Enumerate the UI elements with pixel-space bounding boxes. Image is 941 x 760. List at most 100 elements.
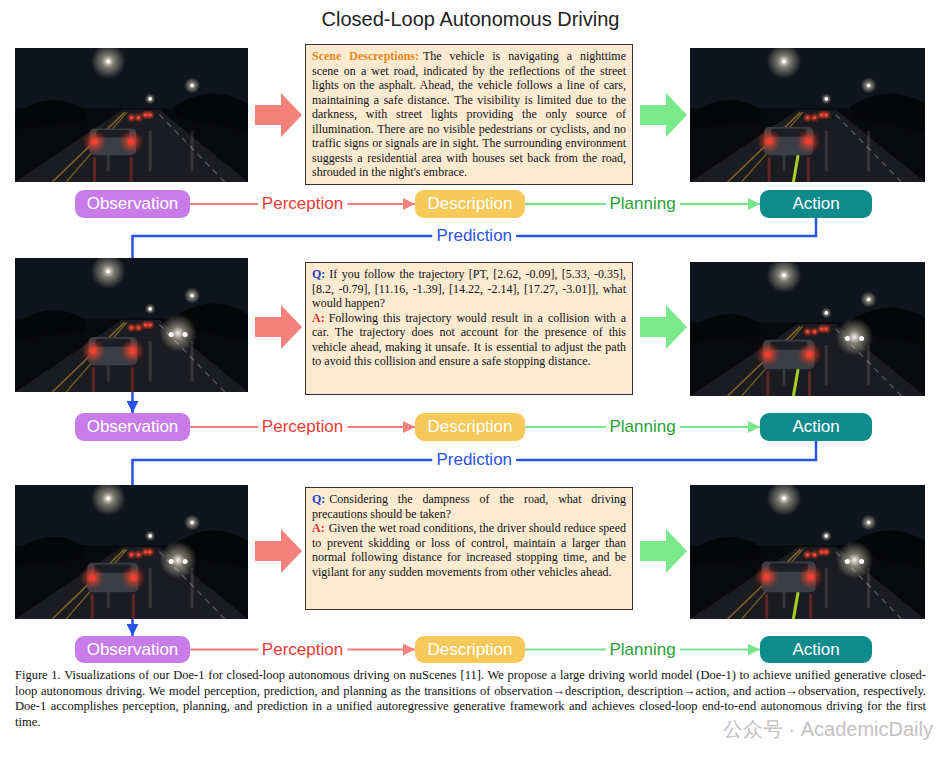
box-label: Description bbox=[427, 417, 512, 437]
distant-tail-light bbox=[825, 114, 828, 117]
street-light-glow bbox=[184, 514, 200, 530]
street-light-glow bbox=[861, 77, 877, 93]
tail-light-glow bbox=[120, 339, 144, 363]
tail-light-glow bbox=[755, 565, 779, 589]
tail-light-glow bbox=[798, 342, 822, 366]
headlight-glow bbox=[836, 318, 874, 356]
tail-light bbox=[765, 351, 771, 357]
headlight-glow bbox=[159, 541, 197, 579]
paragraph: Scene Descreptions:The vehicle is naviga… bbox=[312, 49, 626, 180]
tail-light-reflection bbox=[766, 371, 769, 396]
street-light bbox=[825, 97, 829, 101]
tail-light-reflection bbox=[130, 157, 133, 182]
tail-light bbox=[805, 138, 811, 144]
watermark: 公众号 · AcademicDaily bbox=[723, 716, 933, 743]
night-sky bbox=[15, 485, 248, 619]
distant-tail-light-glow bbox=[145, 547, 155, 557]
headlight bbox=[169, 559, 174, 564]
edge-label: Planning bbox=[605, 417, 679, 437]
street-light bbox=[825, 311, 829, 315]
distant-tail-light bbox=[130, 326, 133, 329]
box-label: Action bbox=[792, 640, 839, 660]
tail-light-glow bbox=[756, 342, 780, 366]
planned-trajectory bbox=[793, 369, 798, 396]
street-light-glow bbox=[145, 531, 156, 542]
stage-box: Observation bbox=[75, 413, 190, 441]
street-light-glow bbox=[91, 485, 126, 516]
street-light bbox=[190, 521, 194, 525]
distant-tail-light bbox=[806, 116, 809, 119]
street-light-glow bbox=[861, 291, 877, 307]
distant-tail-light bbox=[130, 116, 133, 119]
street-light bbox=[190, 294, 194, 298]
flow-arrow bbox=[640, 305, 687, 349]
box-label: Description bbox=[427, 194, 512, 214]
street-light bbox=[148, 534, 152, 538]
tail-light-reflection bbox=[768, 157, 771, 182]
tail-light bbox=[808, 574, 814, 580]
camera-image bbox=[15, 258, 248, 392]
headlight bbox=[169, 332, 174, 337]
road bbox=[15, 547, 248, 619]
panel-text: If you follow the trajectory [PT, [2.62,… bbox=[312, 267, 626, 310]
road bbox=[690, 324, 925, 396]
distant-tail-light bbox=[137, 116, 140, 119]
street-light bbox=[782, 60, 786, 64]
figure-caption: Figure 1. Visualizations of our Doe-1 fo… bbox=[15, 668, 926, 730]
distant-tail-light-glow bbox=[145, 110, 155, 120]
panel-text: Following this trajectory would result i… bbox=[312, 311, 626, 369]
tail-light-reflection bbox=[132, 594, 135, 619]
distant-tail-light bbox=[130, 553, 133, 556]
flow-arrow bbox=[640, 529, 687, 573]
road-edge bbox=[157, 112, 225, 182]
distant-tail-light-glow bbox=[821, 324, 831, 334]
paragraph: A:Given the wet road conditions, the dri… bbox=[312, 521, 626, 579]
tail-light-glow bbox=[757, 129, 781, 153]
flow-arrow bbox=[255, 93, 302, 137]
tail-light bbox=[129, 348, 135, 354]
light-reflection bbox=[825, 131, 828, 171]
stage-box: Description bbox=[415, 636, 525, 663]
tree-line bbox=[850, 94, 925, 132]
edge-label: Perception bbox=[258, 417, 347, 437]
headlight bbox=[183, 559, 188, 564]
street-light bbox=[867, 298, 871, 302]
text-panel: Scene Descreptions:The vehicle is naviga… bbox=[305, 44, 633, 185]
stage-box: Action bbox=[760, 190, 872, 218]
box-label: Observation bbox=[87, 417, 179, 437]
tree-line bbox=[15, 537, 85, 565]
distant-tail-light bbox=[149, 324, 152, 327]
panel-heading: Q: bbox=[312, 267, 325, 281]
tail-light-reflection bbox=[93, 157, 96, 182]
street-light bbox=[106, 270, 110, 274]
light-reflection bbox=[149, 131, 152, 171]
tree-line bbox=[690, 537, 761, 565]
panel-heading: A: bbox=[312, 311, 325, 325]
tail-light-reflection bbox=[92, 367, 95, 392]
panel-heading: A: bbox=[312, 521, 325, 535]
camera-image bbox=[690, 48, 925, 182]
text-panel: Q:If you follow the trajectory [PT, [2.6… bbox=[305, 262, 633, 395]
headlight-glow bbox=[159, 314, 197, 352]
light-reflection bbox=[867, 568, 870, 608]
camera-images bbox=[15, 44, 925, 621]
edge-label: Prediction bbox=[432, 450, 516, 470]
tail-light bbox=[807, 351, 813, 357]
street-light-glow bbox=[91, 258, 126, 289]
edge-label: Planning bbox=[605, 194, 679, 214]
distant-tail-light bbox=[813, 330, 816, 333]
tail-light-reflection bbox=[91, 594, 94, 619]
stage-box: Description bbox=[415, 413, 525, 441]
street-light-glow bbox=[91, 48, 126, 79]
box-label: Observation bbox=[87, 640, 179, 660]
flow-arrow bbox=[640, 93, 687, 137]
tail-light-glow bbox=[81, 339, 105, 363]
paragraph: Q:Considering the dampness of the road, … bbox=[312, 492, 626, 521]
distant-tail-light bbox=[149, 114, 152, 117]
night-sky bbox=[690, 262, 925, 396]
light-reflection bbox=[191, 131, 194, 171]
flow-arrow bbox=[255, 529, 302, 573]
street-light bbox=[106, 60, 110, 64]
headlight bbox=[859, 336, 864, 341]
tail-light-reflection bbox=[765, 594, 768, 619]
